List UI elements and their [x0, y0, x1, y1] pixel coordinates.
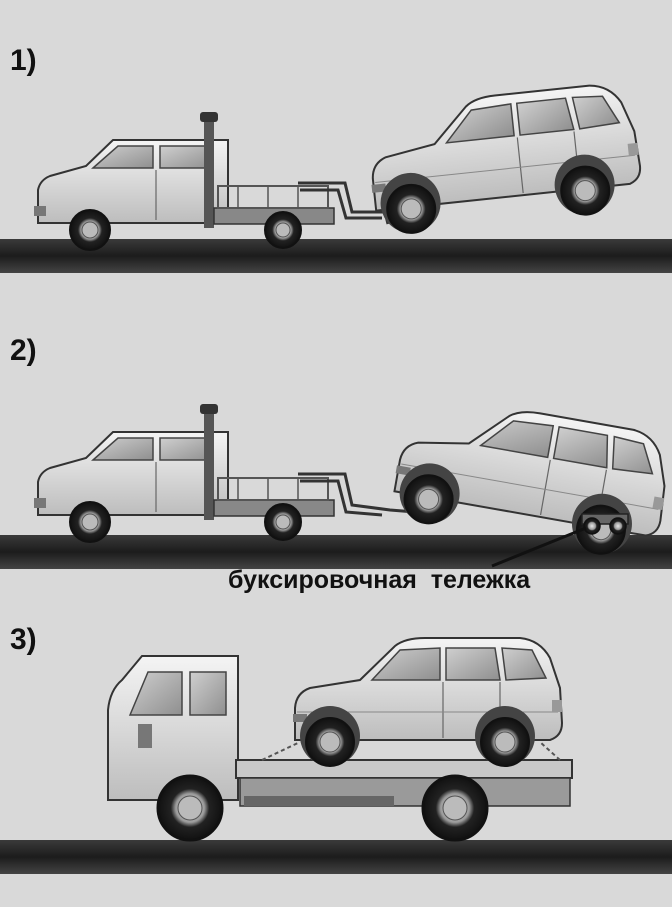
flatbed-truck [107, 655, 573, 842]
tow-pickup-1 [33, 111, 335, 251]
towing-dolly-label: буксировочная тележка [228, 566, 531, 594]
dolly-callout-line [491, 526, 587, 568]
towed-suv-1 [362, 80, 646, 238]
road-3 [0, 840, 672, 874]
step-number-1: 1) [10, 44, 37, 77]
step-number-3: 3) [10, 623, 37, 656]
road-2 [0, 535, 672, 569]
tow-pickup-2 [33, 403, 335, 543]
step-number-2: 2) [10, 334, 37, 367]
towing-dolly [581, 513, 629, 535]
road-1 [0, 239, 672, 273]
loaded-suv-3 [292, 637, 563, 767]
